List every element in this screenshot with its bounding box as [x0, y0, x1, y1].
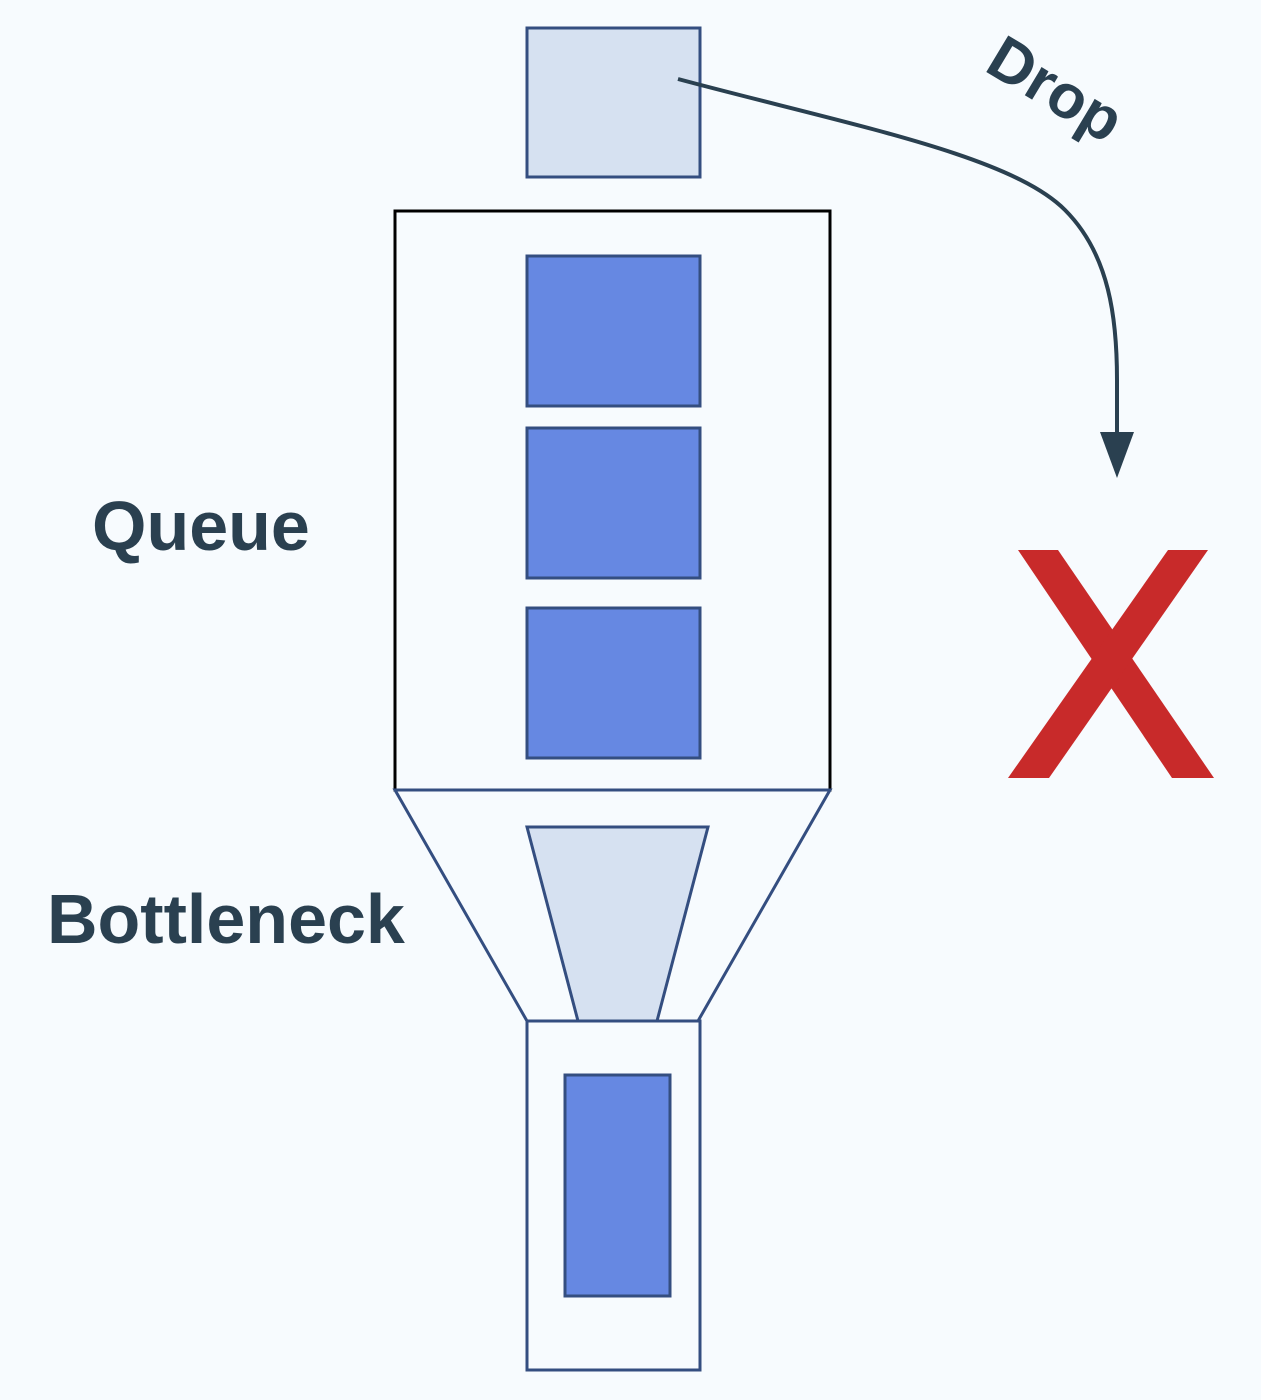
incoming-packet [525, 26, 702, 179]
outgoing-packet [563, 1073, 672, 1298]
drop-arrow [677, 77, 1119, 440]
queued-packet [525, 606, 702, 760]
queue-label: Queue [92, 487, 310, 565]
queued-packet [525, 254, 702, 408]
bottleneck-label: Bottleneck [47, 880, 405, 958]
queued-packet [525, 426, 702, 580]
arrow-head [1100, 432, 1134, 478]
x-mark-icon [1008, 550, 1214, 778]
